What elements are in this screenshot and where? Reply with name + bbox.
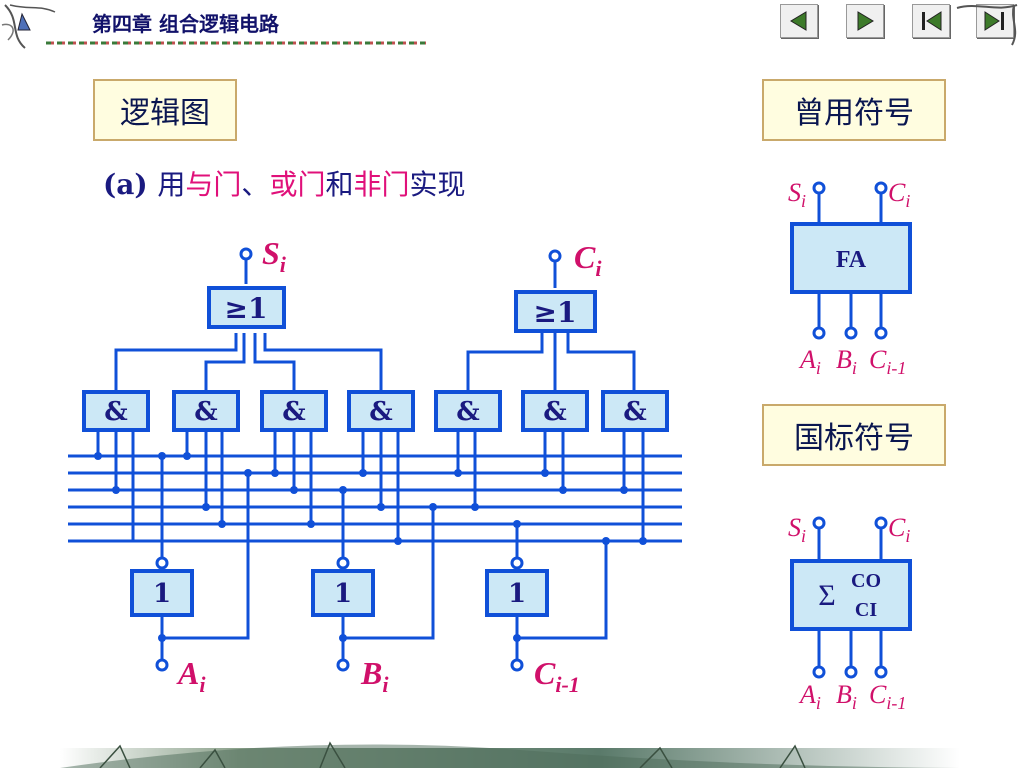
prev-icon <box>790 11 807 31</box>
first-icon <box>922 11 942 31</box>
last-icon <box>984 11 1004 31</box>
not-gate-b-label: 1 <box>334 579 352 609</box>
fa-symbol: FA Si Ci Ai Bi Ci-1 <box>788 178 912 375</box>
not-gate-a: 1 <box>130 569 194 617</box>
subtitle-part-0: 用 <box>157 168 186 201</box>
label-ai: Ai <box>176 655 206 697</box>
chapter-title: 第四章 组合逻辑电路 <box>92 12 279 36</box>
and-input-dots <box>94 452 647 545</box>
or-gate-c: ≥1 <box>514 290 597 333</box>
and-gate-7: & <box>601 390 669 432</box>
fa-ai: Ai <box>798 345 821 375</box>
or-gate-s: ≥1 <box>207 286 286 329</box>
and-gate-1-label: & <box>104 397 127 427</box>
not-gates: 1 1 1 <box>130 569 549 617</box>
next-icon <box>857 11 874 31</box>
fa-ci: Ci <box>888 178 910 211</box>
and-gate-4: & <box>347 390 415 432</box>
label-ci: Ci <box>574 239 602 281</box>
label-si: Si <box>262 235 287 277</box>
next-button[interactable] <box>846 4 884 38</box>
gb-ci-out: Ci <box>888 513 910 546</box>
inverter-bubbles <box>155 556 524 570</box>
not-gate-c: 1 <box>485 569 549 617</box>
and-gate-7-label: & <box>623 397 646 427</box>
subtitle-part-2: 、 <box>241 168 270 201</box>
gb-bi: Bi <box>836 680 857 710</box>
gb-ai: Ai <box>798 680 821 710</box>
and-input-wires <box>96 432 645 541</box>
inverter-wires <box>160 456 608 660</box>
or-to-and-wires <box>114 258 636 392</box>
and-gate-6-label: & <box>543 397 566 427</box>
subtitle-part-1: 与门 <box>185 168 242 201</box>
not-gate-c-label: 1 <box>508 579 526 609</box>
bottom-decor <box>60 741 960 768</box>
label-bi: Bi <box>360 655 389 697</box>
prev-button[interactable] <box>780 4 818 38</box>
gb-cim1: Ci-1 <box>869 680 906 710</box>
label-common-symbol: 曾用符号 <box>762 79 946 141</box>
not-gate-b: 1 <box>311 569 375 617</box>
subtitle-part-3: 或门 <box>269 168 326 201</box>
inverter-dots <box>158 452 610 642</box>
and-gate-3-label: & <box>282 397 305 427</box>
and-gate-5: & <box>434 390 502 432</box>
header-dashed-line <box>46 41 426 45</box>
gb-ci: CI <box>855 599 877 621</box>
header-bar: 第四章 组合逻辑电路 <box>0 0 1024 50</box>
bus-lines <box>68 454 682 543</box>
last-button[interactable] <box>976 4 1014 38</box>
terminal-circles <box>155 247 562 672</box>
first-button[interactable] <box>912 4 950 38</box>
label-ci-1: Ci-1 <box>534 655 580 697</box>
or-gate-s-label: ≥1 <box>225 292 268 325</box>
gb-sigma: Σ <box>818 579 835 612</box>
and-gate-4-label: & <box>369 397 392 427</box>
or-gate-c-label: ≥1 <box>534 296 577 329</box>
and-gate-2-label: & <box>194 397 217 427</box>
label-logic-diagram: 逻辑图 <box>93 79 237 141</box>
fa-bi: Bi <box>836 345 857 375</box>
not-gate-a-label: 1 <box>153 579 171 609</box>
label-national-symbol: 国标符号 <box>762 404 946 466</box>
and-gate-5-label: & <box>456 397 479 427</box>
decor-right-icon <box>956 4 1018 46</box>
subtitle: (a) 用与门、或门和非门实现 <box>103 163 466 203</box>
gb-si: Si <box>788 513 806 546</box>
fa-label: FA <box>836 247 867 273</box>
and-gate-2: & <box>172 390 240 432</box>
fa-si: Si <box>788 178 806 211</box>
and-gate-6: & <box>521 390 589 432</box>
gb-co: CO <box>851 570 881 592</box>
decor-left-icon <box>1 4 56 49</box>
fa-cim1: Ci-1 <box>869 345 906 375</box>
gb-symbol: Σ CO CI Si Ci Ai Bi Ci-1 <box>788 513 912 710</box>
subtitle-prefix: (a) <box>103 168 158 201</box>
subtitle-part-5: 非门 <box>353 168 410 201</box>
and-gates: & & & & & & & <box>82 390 669 432</box>
and-gate-1: & <box>82 390 150 432</box>
subtitle-part-4: 和 <box>325 168 354 201</box>
and-gate-3: & <box>260 390 328 432</box>
subtitle-part-6: 实现 <box>409 168 466 201</box>
